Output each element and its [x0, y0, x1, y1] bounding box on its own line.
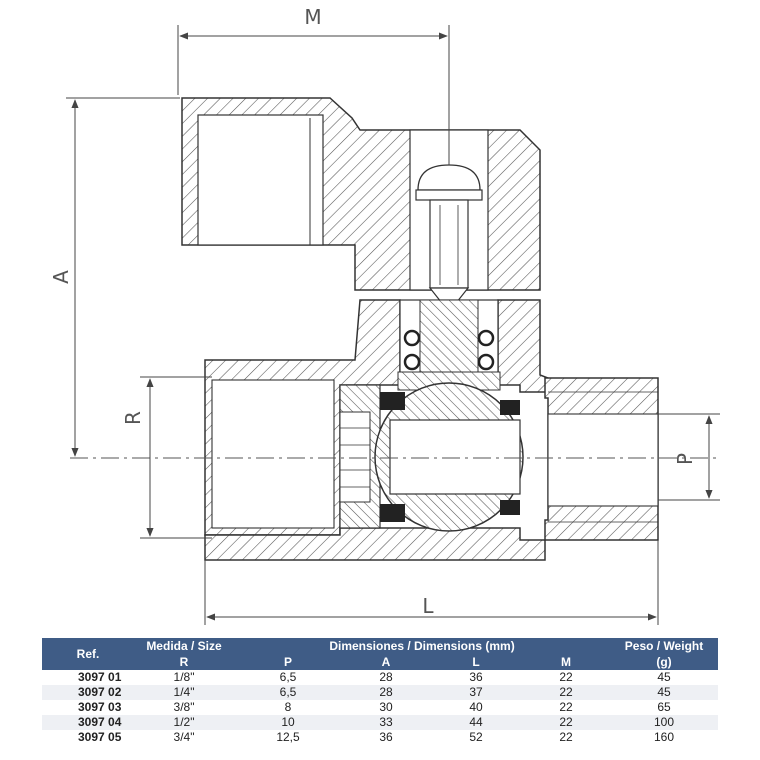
table-cell: 65	[610, 700, 718, 715]
table-cell: 6,5	[234, 685, 342, 700]
table-cell: 30	[342, 700, 430, 715]
header-size: Medida / Size	[134, 638, 234, 654]
table-cell: 40	[430, 700, 522, 715]
table-cell: 3/8"	[134, 700, 234, 715]
table-cell-ref: 3097 01	[42, 670, 134, 685]
dimension-p: P	[658, 413, 720, 501]
table-cell: 37	[430, 685, 522, 700]
dimension-m: M	[177, 5, 450, 165]
table-cell: 44	[430, 715, 522, 730]
stem-orings	[397, 299, 501, 391]
header-g: (g)	[610, 654, 718, 670]
header-r: R	[134, 654, 234, 670]
table-header-sub: R P A L M (g)	[42, 654, 718, 670]
table-cell: 45	[610, 670, 718, 685]
handle-screw	[415, 164, 483, 313]
table-cell: 8	[234, 700, 342, 715]
label-r: R	[121, 411, 145, 425]
header-p: P	[234, 654, 342, 670]
table-cell: 22	[522, 700, 610, 715]
header-dimensions: Dimensiones / Dimensions (mm)	[234, 638, 610, 654]
table-cell: 36	[430, 670, 522, 685]
table-cell: 22	[522, 730, 610, 745]
table-cell: 3/4"	[134, 730, 234, 745]
table-cell: 22	[522, 670, 610, 685]
table-cell: 1/4"	[134, 685, 234, 700]
label-a: A	[49, 270, 73, 284]
valve-body	[204, 299, 659, 561]
table-cell: 1/8"	[134, 670, 234, 685]
table-cell: 36	[342, 730, 430, 745]
header-weight: Peso / Weight	[610, 638, 718, 654]
table-cell: 10	[234, 715, 342, 730]
header-l: L	[430, 654, 522, 670]
table-cell-ref: 3097 02	[42, 685, 134, 700]
table-cell: 52	[430, 730, 522, 745]
dimension-r: R	[121, 376, 212, 539]
table-cell-ref: 3097 04	[42, 715, 134, 730]
table-cell: 160	[610, 730, 718, 745]
header-a: A	[342, 654, 430, 670]
valve-section-drawing: M A R P L	[49, 5, 720, 625]
handle	[181, 97, 541, 291]
table-cell: 22	[522, 685, 610, 700]
label-m: M	[304, 5, 321, 29]
label-l: L	[422, 594, 434, 618]
table-cell: 28	[342, 670, 430, 685]
table-cell: 100	[610, 715, 718, 730]
table-cell: 6,5	[234, 670, 342, 685]
header-m: M	[522, 654, 610, 670]
table-cell: 45	[610, 685, 718, 700]
label-p: P	[673, 453, 697, 465]
dimension-a: A	[49, 97, 180, 457]
table-cell-ref: 3097 05	[42, 730, 134, 745]
table-cell: 12,5	[234, 730, 342, 745]
dimension-l: L	[204, 540, 659, 625]
table-header-top: Ref. Medida / Size Dimensiones / Dimensi…	[42, 638, 718, 670]
table-cell: 28	[342, 685, 430, 700]
table-cell: 1/2"	[134, 715, 234, 730]
ball-and-seats	[339, 382, 524, 532]
table-cell: 22	[522, 715, 610, 730]
header-ref: Ref.	[42, 638, 134, 670]
spec-table: Ref. Medida / Size Dimensiones / Dimensi…	[42, 638, 718, 745]
table-cell-ref: 3097 03	[42, 700, 134, 715]
table-cell: 33	[342, 715, 430, 730]
